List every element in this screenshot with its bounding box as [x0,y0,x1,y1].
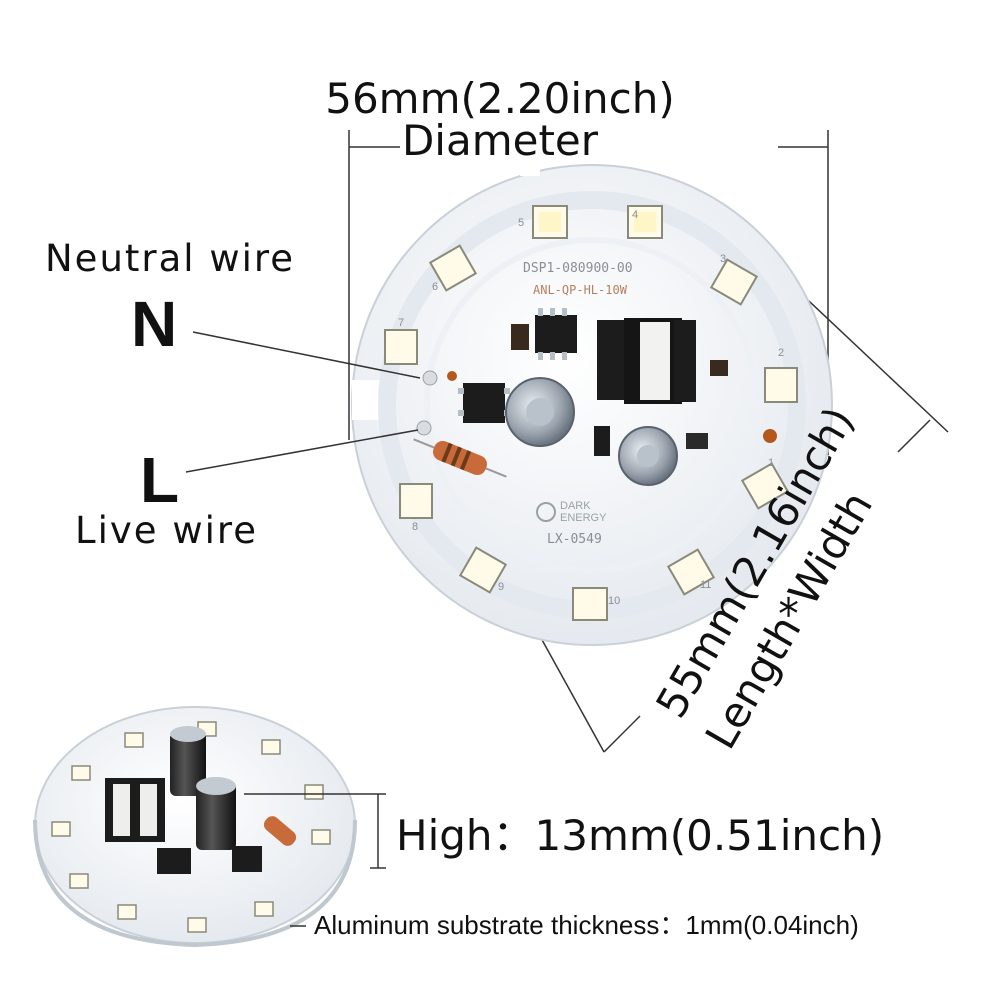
neutral-letter: N [131,288,178,360]
bridge-rectifier [458,383,510,423]
board-id-silk: LX-0549 [547,532,602,547]
part-number-silk: DSP1-080900-00 [523,261,633,276]
led-chip [399,483,433,519]
led-number-silk: 10 [608,595,620,607]
led-chip [764,367,798,403]
live-wire-label: Live wire [75,509,259,552]
brand-logo-icon [536,502,556,522]
led-number-silk: 7 [398,317,404,329]
side-view-board [33,706,357,948]
led-number-silk: 6 [432,281,438,293]
live-pointer-line [185,429,419,473]
led-number-silk: 2 [778,347,784,359]
led-number-silk: 4 [632,209,638,221]
led-chip [428,244,478,292]
brand-line1-silk: DARK [560,500,591,512]
smd-resistor [511,324,529,350]
height-value: High：13mm(0.51inch) [396,811,885,860]
main-pcb-board: DSP1-080900-00 ANL-QP-HL-10W DARK ENERGY… [351,164,833,646]
led-number-silk: 3 [720,253,726,265]
smd-diode [594,426,610,456]
diameter-value: 56mm(2.20inch) [325,74,675,123]
driver-ic [535,308,577,360]
led-chip [532,205,568,239]
neutral-solder-pad [422,370,438,386]
neutral-pointer-line [192,331,421,379]
via-dot [763,429,777,443]
led-chip [709,258,759,306]
led-chip [384,329,418,365]
led-chip [572,587,608,621]
led-number-silk: 11 [700,579,711,591]
height-dimension-lines [244,793,386,869]
led-number-silk: 1 [768,457,774,469]
brand-line2-silk: ENERGY [560,512,607,524]
transformer [597,318,696,404]
smd-resistor [710,360,728,376]
via-dot [447,371,457,381]
live-solder-pad [416,420,432,436]
smd-resistor [686,433,708,449]
led-ring [384,205,798,621]
model-code-silk: ANL-QP-HL-10W [533,283,628,297]
live-letter: L [140,444,180,516]
substrate-thickness: Aluminum substrate thickness：1mm(0.04inc… [314,910,859,940]
diameter-label: Diameter [401,116,599,165]
neutral-wire-label: Neutral wire [45,237,296,280]
electrolytic-capacitor [505,377,575,447]
led-chip [666,548,716,596]
electrolytic-capacitor [618,426,678,486]
led-chip [627,205,663,239]
led-chip [740,462,790,510]
led-number-silk: 9 [498,581,504,593]
led-chip [458,546,508,594]
led-number-silk: 5 [518,217,524,229]
led-number-silk: 8 [412,521,418,533]
fuse-resistor [413,438,507,478]
